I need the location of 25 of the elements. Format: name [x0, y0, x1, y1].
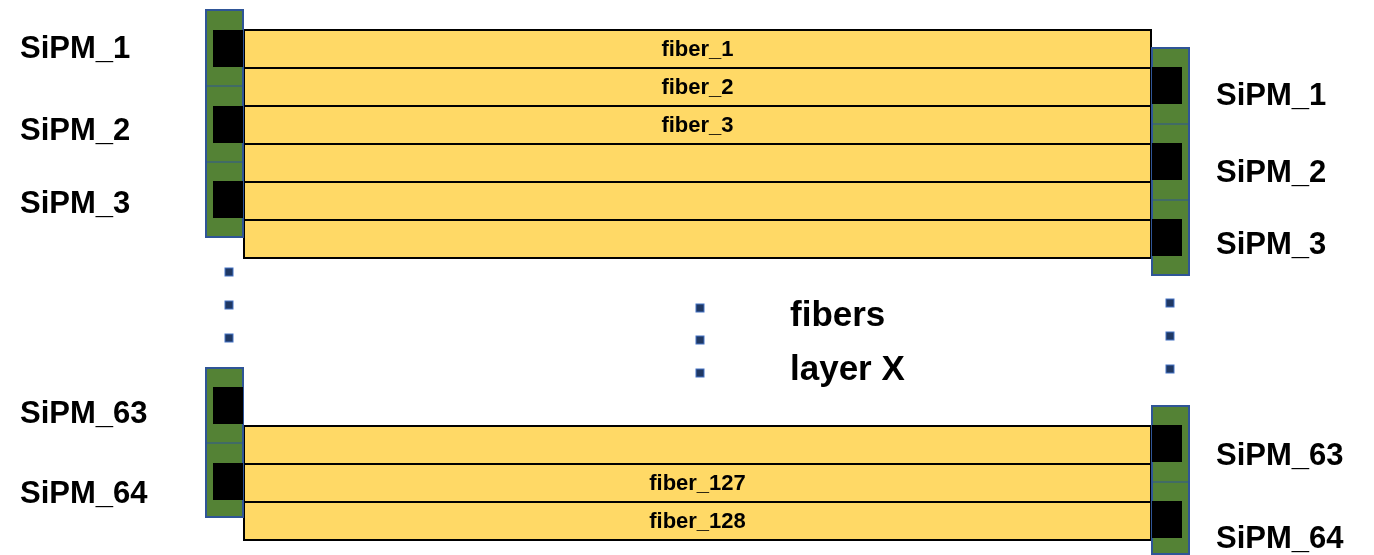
fiber-bar — [243, 425, 1152, 465]
sipm-label: SiPM_1 — [1216, 77, 1327, 113]
sipm-label: SiPM_64 — [20, 475, 148, 511]
sipm-label: SiPM_63 — [1216, 437, 1344, 473]
fiber-label: fiber_128 — [649, 510, 746, 532]
sipm-label: SiPM_63 — [20, 395, 148, 431]
layer-label: fibers layer X — [790, 293, 906, 389]
sipm-label: SiPM_64 — [1216, 520, 1344, 555]
fiber-bar — [243, 105, 1152, 145]
sipm-label: SiPM_1 — [20, 30, 131, 66]
fiber-bar — [243, 143, 1152, 183]
fiber-bar — [243, 29, 1152, 69]
fiber-bar — [243, 219, 1152, 259]
fiber-bar — [243, 463, 1152, 503]
sipm-label: SiPM_3 — [1216, 226, 1327, 262]
sipm-label: SiPM_3 — [20, 185, 131, 221]
fiber-label: fiber_2 — [661, 76, 734, 98]
sipm-label: SiPM_2 — [1216, 154, 1327, 190]
fiber-bar — [243, 501, 1152, 541]
fiber-label: fiber_127 — [649, 472, 746, 494]
fiber-bar — [243, 181, 1152, 221]
fiber-label: fiber_3 — [661, 114, 734, 136]
sipm-label: SiPM_2 — [20, 112, 131, 148]
fiber-label: fiber_1 — [661, 38, 734, 60]
fiber-bar — [243, 67, 1152, 107]
